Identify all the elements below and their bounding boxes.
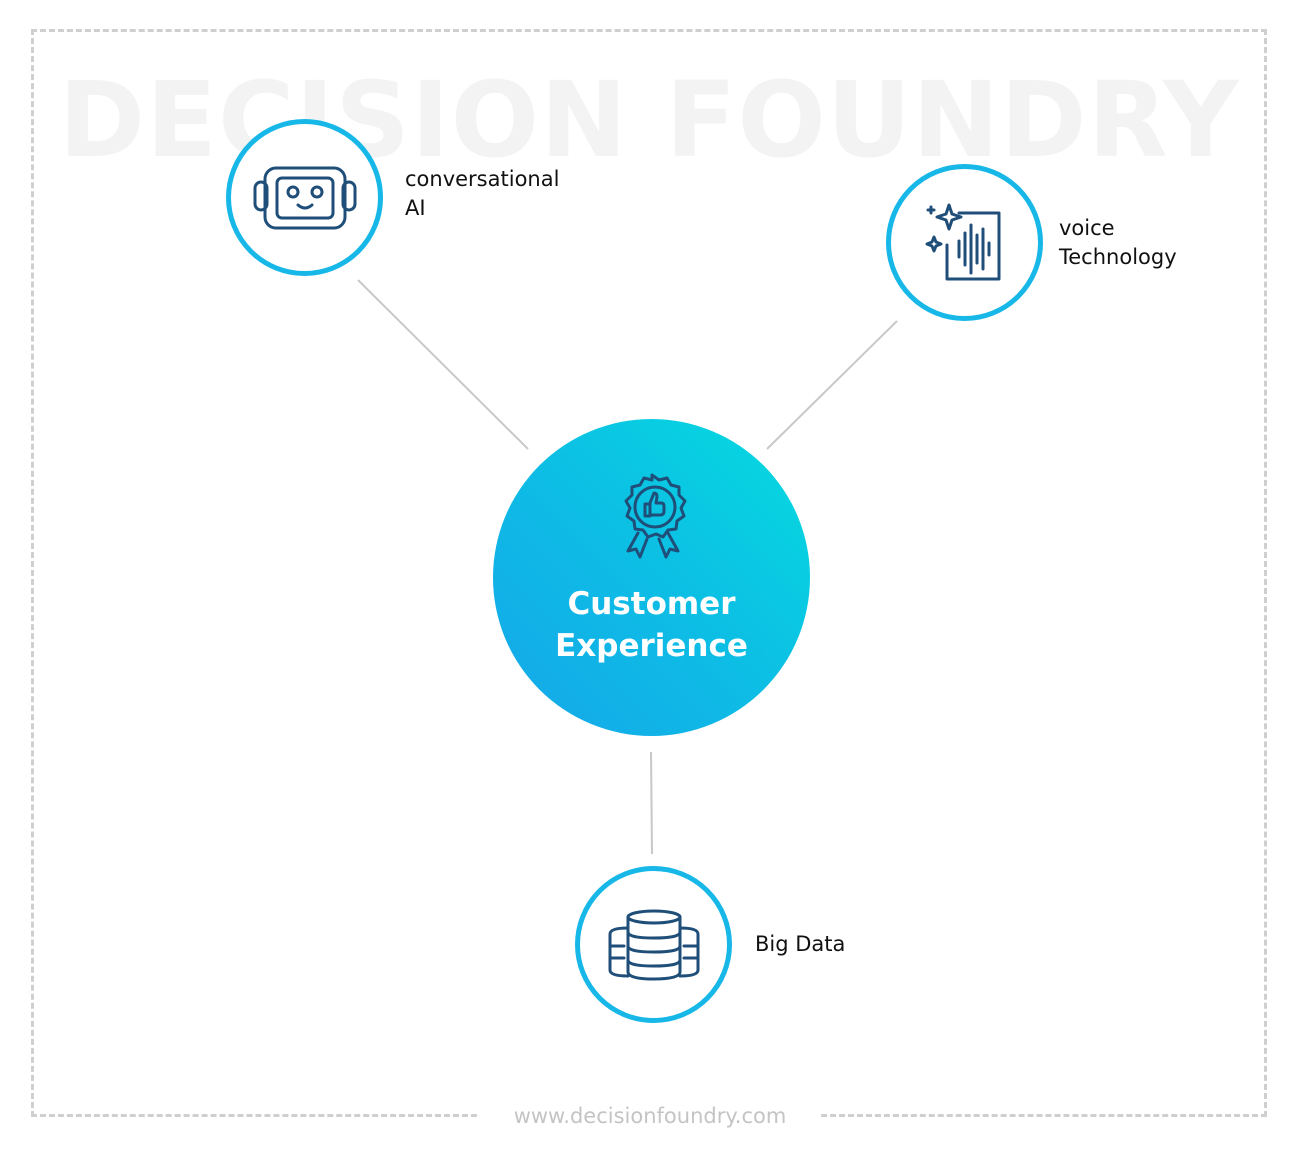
connector-conversational-ai bbox=[357, 279, 529, 450]
voice-technology-node bbox=[886, 164, 1043, 321]
voice-technology-label: voice Technology bbox=[1059, 216, 1177, 269]
connector-voice-technology bbox=[766, 320, 898, 450]
big-data-label: Big Data bbox=[755, 932, 846, 956]
customer-experience-title: Customer Experience bbox=[555, 586, 748, 664]
voice-waveform-sparkle-icon bbox=[925, 203, 1000, 280]
big-data-node bbox=[575, 866, 732, 1023]
customer-experience-hub: Customer Experience bbox=[493, 419, 810, 736]
conversational-ai-node bbox=[226, 119, 383, 276]
robot-icon bbox=[253, 166, 356, 229]
connector-big-data bbox=[650, 751, 653, 855]
footer-url: www.decisionfoundry.com bbox=[480, 1100, 820, 1132]
database-stack-icon bbox=[608, 909, 699, 980]
conversational-ai-label: conversational AI bbox=[405, 167, 560, 220]
award-badge-thumbs-up-icon bbox=[624, 473, 686, 559]
